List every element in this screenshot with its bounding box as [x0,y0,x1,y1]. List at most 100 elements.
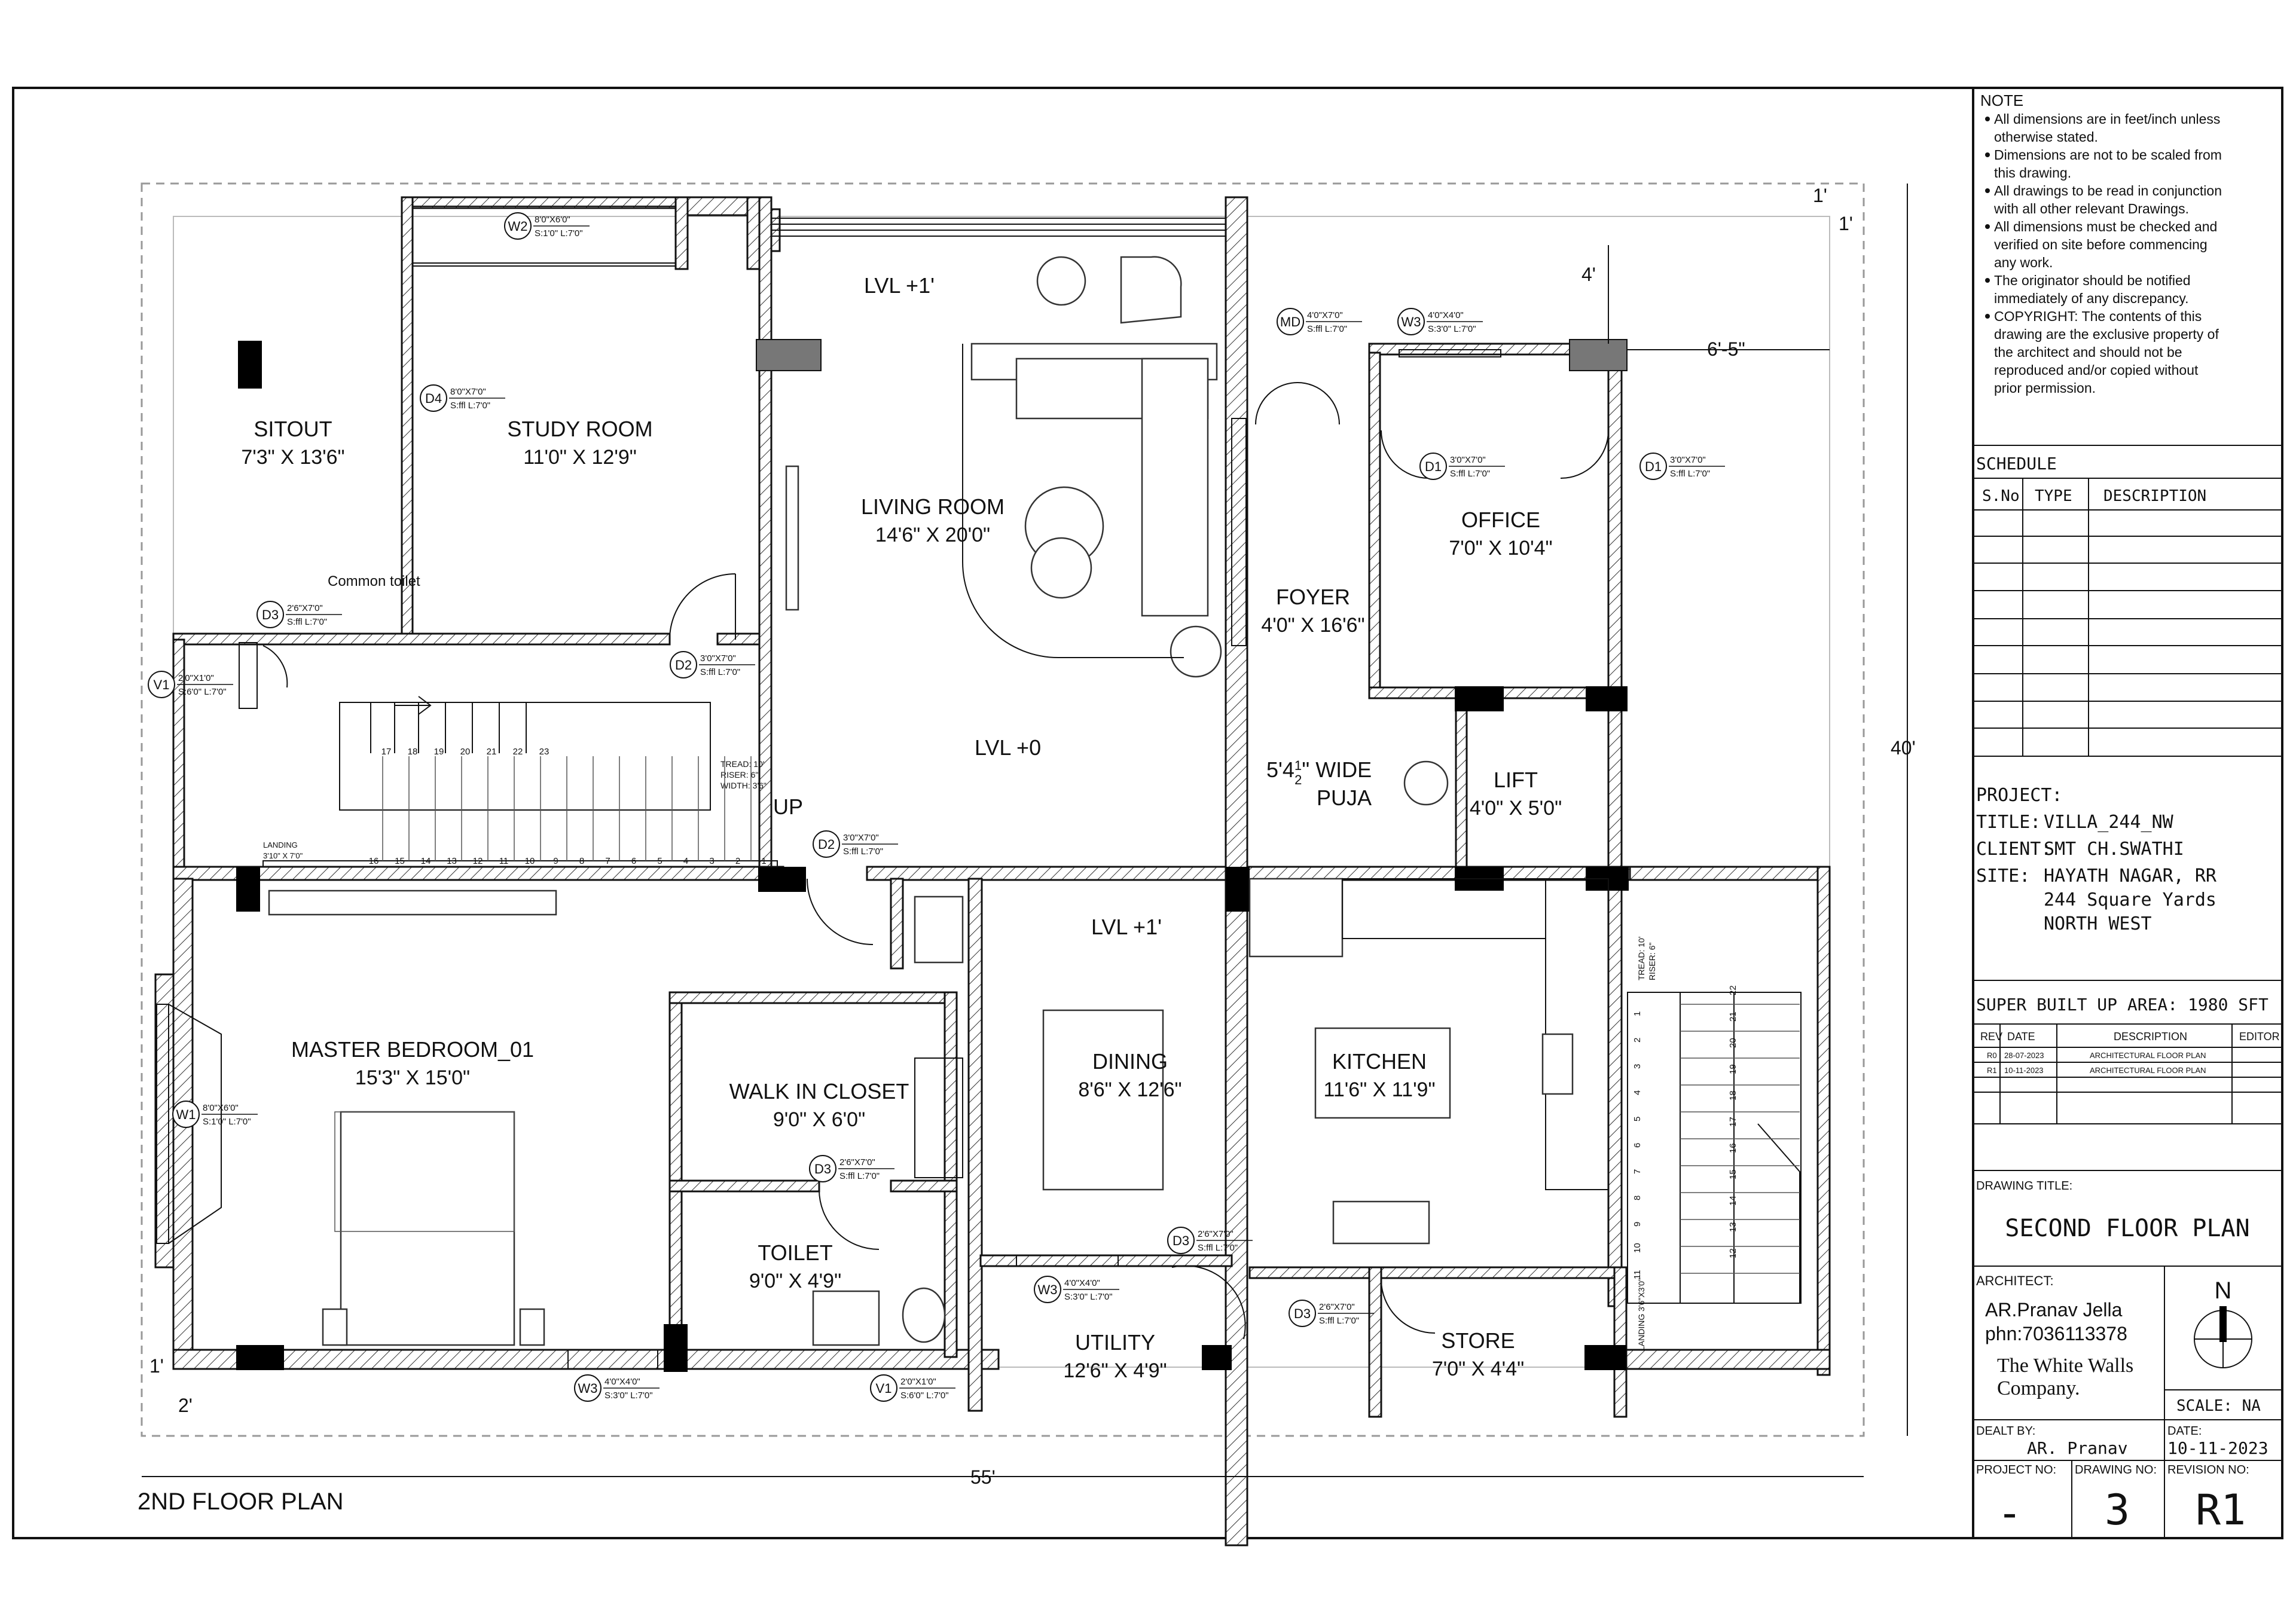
schedule-col-description: DESCRIPTION [2103,487,2206,505]
room-size: 15'3" X 15'0" [355,1066,470,1089]
dealt-by-value: AR. Pranav [2027,1438,2128,1458]
opening-tag-size: 2'0"X1'0" [900,1377,936,1387]
opening-tag-size: 4'0"X4'0" [604,1377,640,1387]
note-line: All dimensions must be checked and [1994,219,2217,234]
chair [1120,256,1182,324]
note-line: COPYRIGHT: The contents of this [1994,308,2202,324]
svg-text:R1: R1 [1987,1066,1997,1075]
site-line-1: HAYATH NAGAR, RR [2044,866,2217,887]
svg-text:3'10" X 7'0": 3'10" X 7'0" [263,851,303,860]
opening-tag-size: 2'6"X7'0" [1319,1302,1355,1312]
room-size: 7'0" X 4'4" [1432,1358,1524,1380]
bed [340,1111,515,1346]
room-size: 9'0" X 4'9" [749,1270,841,1292]
opening-tag-id: D3 [1173,1233,1189,1248]
opening-tag-id: V1 [876,1381,892,1396]
right-stair-step-number: 4 [1632,1090,1642,1095]
dim-width: 55' [970,1466,996,1488]
closet-shelf [914,1057,963,1178]
right-stair-step-number: 8 [1632,1196,1642,1200]
note-line: All drawings to be read in conjunction [1994,183,2222,198]
right-stair-riser: RISER: 6" [1647,943,1657,980]
opening-tag-sill: S:ffl L:7'0" [450,401,490,411]
note-line: The originator should be notified [1994,273,2191,288]
fridge [1248,878,1344,958]
right-stair-step-number: 19 [1728,1064,1738,1074]
room-size: 7'3" X 13'6" [241,446,344,469]
stair-step-number: 19 [434,747,444,757]
drawing-no: 3 [2105,1486,2130,1535]
opening-tag-sill: S:ffl L:7'0" [287,617,327,627]
room-size: 9'0" X 6'0" [773,1108,865,1131]
right-stair-step-number: 1 [1632,1011,1642,1016]
revision-table: REV DATE DESCRIPTION EDITOR R0 28-07-202… [1973,1024,2282,1124]
svg-text:ARCHITECTURAL FLOOR PLAN: ARCHITECTURAL FLOOR PLAN [2090,1066,2206,1075]
note-line: the architect and should not be [1994,344,2182,360]
notes-list: All dimensions are in feet/inch unlessot… [1985,111,2222,396]
opening-tag-size: 4'0"X7'0" [1307,310,1343,320]
opening-tag-size: 8'0"X6'0" [203,1103,239,1113]
right-stair-step-number: 12 [1728,1248,1738,1258]
stair-step-number: 12 [473,856,483,866]
opening-tag-sill: S:3'0" L:7'0" [1428,324,1476,334]
nightstand-right [519,1308,545,1346]
stair-step-number: 21 [487,747,497,757]
room-name: DINING [1092,1049,1168,1074]
vanity [812,1290,880,1346]
opening-tag-sill: S:ffl L:7'0" [1319,1316,1359,1326]
opening-tag-size: 3'0"X7'0" [843,833,879,843]
area-label: SUPER BUILT UP AREA: 1980 SFT [1976,995,2268,1014]
opening-tag-size: 3'0"X7'0" [700,653,736,664]
dealt-by-label: DEALT BY: [1976,1425,2035,1438]
note-line: verified on site before commencing [1994,237,2208,252]
tv-unit [785,465,799,611]
room-labels: SITOUT 7'3" X 13'6" STUDY ROOM 11'0" X 12'9… [241,417,1562,1382]
dim-left-bottom: 1' [149,1355,164,1377]
wc [902,1287,946,1343]
opening-tag-sill: S:3'0" L:7'0" [604,1390,653,1401]
right-stair-step-number: 6 [1632,1143,1642,1148]
svg-text:R0: R0 [1987,1051,1997,1060]
stair-step-number: 17 [381,747,392,757]
room-name: SITOUT [254,417,332,441]
opening-tag-id: W3 [1402,314,1421,329]
level-label-2: LVL +0 [975,735,1041,760]
schedule-heading: SCHEDULE [1976,454,2057,473]
opening-tag-id: D4 [425,391,442,406]
dim-top-offset: 1' [1813,185,1827,206]
counter-top [1342,878,1546,939]
dim-bottom-left: 2' [178,1395,193,1416]
opening-tag-id: W3 [1038,1282,1058,1297]
room-name: STUDY ROOM [507,417,652,441]
north-arrow-icon [2194,1306,2252,1368]
drawing-title-label: DRAWING TITLE: [1976,1179,2072,1193]
revision-no: R1 [2196,1486,2246,1535]
dimension-lines [142,184,1908,1477]
note-line: this drawing. [1994,165,2071,181]
title-value: VILLA_244_NW [2044,812,2174,833]
right-stair-step-number: 13 [1728,1222,1738,1232]
columns [236,339,1629,1372]
opening-tag-id: D2 [675,658,692,673]
opening-tag-sill: S:ffl L:7'0" [843,846,883,857]
opening-tag-id: MD [1280,314,1300,329]
note-line: otherwise stated. [1994,129,2098,145]
room-size: 4'0" X 16'6" [1261,614,1364,637]
right-stair-step-number: 18 [1728,1090,1738,1101]
room-name: WALK IN CLOSET [729,1079,909,1104]
room-size: 11'0" X 12'9" [523,446,637,469]
svg-text:TREAD: 10': TREAD: 10' [720,759,764,769]
right-stair-step-number: 16 [1728,1143,1738,1153]
wash-basin [914,895,964,964]
client-label: CLIENT: [1976,839,2051,860]
puja-label: PUJA [1317,785,1372,810]
right-stair-step-number: 21 [1728,1011,1738,1022]
dining-table [1042,1009,1164,1191]
client-value: SMT CH.SWATHI [2044,839,2184,860]
